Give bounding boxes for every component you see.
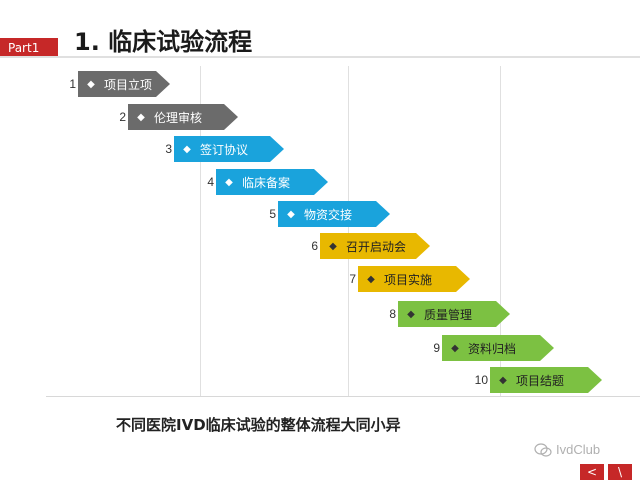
step-number: 3 <box>165 142 172 156</box>
step-number: 6 <box>311 239 318 253</box>
diamond-icon: ◆ <box>87 78 95 90</box>
step-label: 临床备案 <box>242 175 291 190</box>
step-arrow: ◆ 临床备案 <box>216 169 328 195</box>
diamond-icon: ◆ <box>137 111 145 123</box>
step-number: 7 <box>349 272 356 286</box>
step-label: 项目立项 <box>104 77 153 92</box>
diamond-icon: ◆ <box>367 273 375 285</box>
step-number: 5 <box>269 207 276 221</box>
process-step: 1 ◆ 项目立项 <box>62 71 170 97</box>
wechat-icon <box>534 442 552 457</box>
step-number: 4 <box>207 175 214 189</box>
step-number: 8 <box>389 307 396 321</box>
step-arrow: ◆ 召开启动会 <box>320 233 430 259</box>
step-label: 召开启动会 <box>346 239 407 254</box>
step-label: 资料归档 <box>468 341 517 356</box>
process-step: 9 ◆ 资料归档 <box>426 335 554 361</box>
diamond-icon: ◆ <box>499 374 507 386</box>
baseline-divider <box>46 396 640 397</box>
step-label: 项目结题 <box>516 373 565 388</box>
watermark-text: IvdClub <box>556 442 601 457</box>
step-label: 质量管理 <box>424 307 473 322</box>
slide-nav: < \ <box>576 464 632 480</box>
process-step: 3 ◆ 签订协议 <box>158 136 284 162</box>
watermark: IvdClub <box>534 442 600 457</box>
step-number: 9 <box>433 341 440 355</box>
part-tag: Part1 <box>0 38 58 58</box>
step-label: 项目实施 <box>384 272 433 287</box>
diamond-icon: ◆ <box>451 342 459 354</box>
process-step: 2 ◆ 伦理审核 <box>112 104 238 130</box>
grid-line <box>348 66 349 396</box>
process-step: 8 ◆ 质量管理 <box>382 301 510 327</box>
process-step: 5 ◆ 物资交接 <box>262 201 390 227</box>
process-step: 6 ◆ 召开启动会 <box>304 233 430 259</box>
step-number: 10 <box>474 373 488 387</box>
next-slide-button[interactable]: \ <box>608 464 632 480</box>
grid-line <box>200 66 201 396</box>
step-arrow: ◆ 资料归档 <box>442 335 554 361</box>
step-arrow: ◆ 项目实施 <box>358 266 470 292</box>
diamond-icon: ◆ <box>329 240 337 252</box>
summary-text: 不同医院IVD临床试验的整体流程大同小异 <box>116 416 401 434</box>
step-label: 物资交接 <box>304 207 353 222</box>
step-number: 1 <box>69 77 76 91</box>
page-title: 1. 临床试验流程 <box>74 28 253 56</box>
diamond-icon: ◆ <box>287 208 295 220</box>
diamond-icon: ◆ <box>225 176 233 188</box>
process-step: 10 ◆ 项目结题 <box>474 367 602 393</box>
step-arrow: ◆ 物资交接 <box>278 201 390 227</box>
header-divider <box>0 56 640 58</box>
process-step: 4 ◆ 临床备案 <box>200 169 328 195</box>
step-arrow: ◆ 质量管理 <box>398 301 510 327</box>
step-arrow: ◆ 伦理审核 <box>128 104 238 130</box>
step-label: 伦理审核 <box>154 110 203 125</box>
process-step: 7 ◆ 项目实施 <box>342 266 470 292</box>
step-arrow: ◆ 项目立项 <box>78 71 170 97</box>
prev-slide-button[interactable]: < <box>580 464 604 480</box>
grid-line <box>500 66 501 396</box>
step-arrow: ◆ 签订协议 <box>174 136 284 162</box>
step-arrow: ◆ 项目结题 <box>490 367 602 393</box>
diamond-icon: ◆ <box>183 143 191 155</box>
diamond-icon: ◆ <box>407 308 415 320</box>
step-number: 2 <box>119 110 126 124</box>
step-label: 签订协议 <box>200 142 249 157</box>
